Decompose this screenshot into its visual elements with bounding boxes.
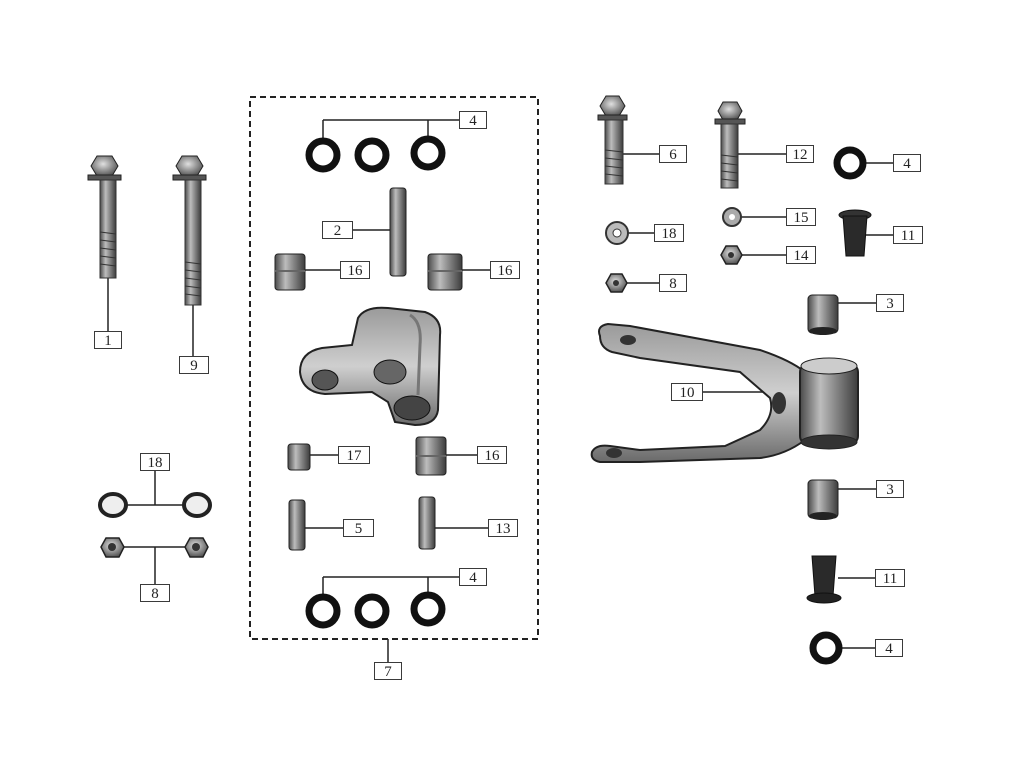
- callout-4-right-top: 4: [893, 154, 921, 172]
- callout-11-bottom: 11: [875, 569, 905, 587]
- callout-9: 9: [179, 356, 209, 374]
- bolt-12-shape: [714, 101, 746, 189]
- callout-13: 13: [488, 519, 518, 537]
- callout-16-lower: 16: [477, 446, 507, 464]
- washers-4-top-shapes: [305, 135, 446, 173]
- bushing-11-top-shape: [838, 209, 872, 257]
- bushing-17-shape: [287, 443, 311, 471]
- bushing-3-top-shape: [807, 294, 839, 335]
- callout-3-bottom: 3: [876, 480, 904, 498]
- pin-13-shape: [418, 496, 436, 550]
- nut-14-shape: [720, 245, 743, 265]
- leader-lines: [107, 119, 893, 662]
- callout-6: 6: [659, 145, 687, 163]
- bushing-3-bottom-shape: [807, 479, 839, 520]
- nuts-8-left-shapes: [100, 537, 209, 558]
- callout-8-right: 8: [659, 274, 687, 292]
- callout-8-left: 8: [140, 584, 170, 602]
- callout-5: 5: [343, 519, 374, 537]
- cushion-lever-10-shape: [590, 322, 859, 463]
- callout-16-upper-left: 16: [340, 261, 370, 279]
- nut-8-right-shape: [605, 273, 628, 293]
- bushing-16-lower-shape: [415, 436, 447, 476]
- relay-arm-shape: [298, 306, 442, 427]
- callout-4-right-bottom: 4: [875, 639, 903, 657]
- callout-18-left: 18: [140, 453, 170, 471]
- callout-18-right: 18: [654, 224, 684, 242]
- washers-4-bottom-shapes: [305, 591, 446, 629]
- washer-18-right-shape: [605, 221, 629, 245]
- callout-4-top: 4: [459, 111, 487, 129]
- callout-11-top: 11: [893, 226, 923, 244]
- bolt-9-shape: [172, 155, 207, 306]
- callout-2: 2: [322, 221, 353, 239]
- callout-3-top: 3: [876, 294, 904, 312]
- callout-17: 17: [338, 446, 370, 464]
- bolt-1-shape: [87, 155, 122, 279]
- callout-12: 12: [786, 145, 814, 163]
- washer-15-shape: [722, 207, 742, 227]
- callout-14: 14: [786, 246, 816, 264]
- callout-1: 1: [94, 331, 122, 349]
- callout-7: 7: [374, 662, 402, 680]
- callout-10: 10: [671, 383, 703, 401]
- washer-4-right-top-shape: [833, 146, 867, 180]
- callout-15: 15: [786, 208, 816, 226]
- bushing-16-upper-left-shape: [274, 253, 306, 291]
- bushing-16-upper-right-shape: [427, 253, 463, 291]
- assembly-dashed-box: [249, 96, 539, 640]
- bushing-11-bottom-shape: [806, 555, 842, 604]
- pin-5-shape: [288, 499, 306, 551]
- callout-4-bottom: 4: [459, 568, 487, 586]
- bolt-6-shape: [597, 95, 628, 185]
- pin-2-shape: [389, 187, 407, 277]
- callout-16-upper-right: 16: [490, 261, 520, 279]
- washer-4-right-bottom-shape: [809, 631, 843, 665]
- washers-18-left-shapes: [98, 492, 212, 518]
